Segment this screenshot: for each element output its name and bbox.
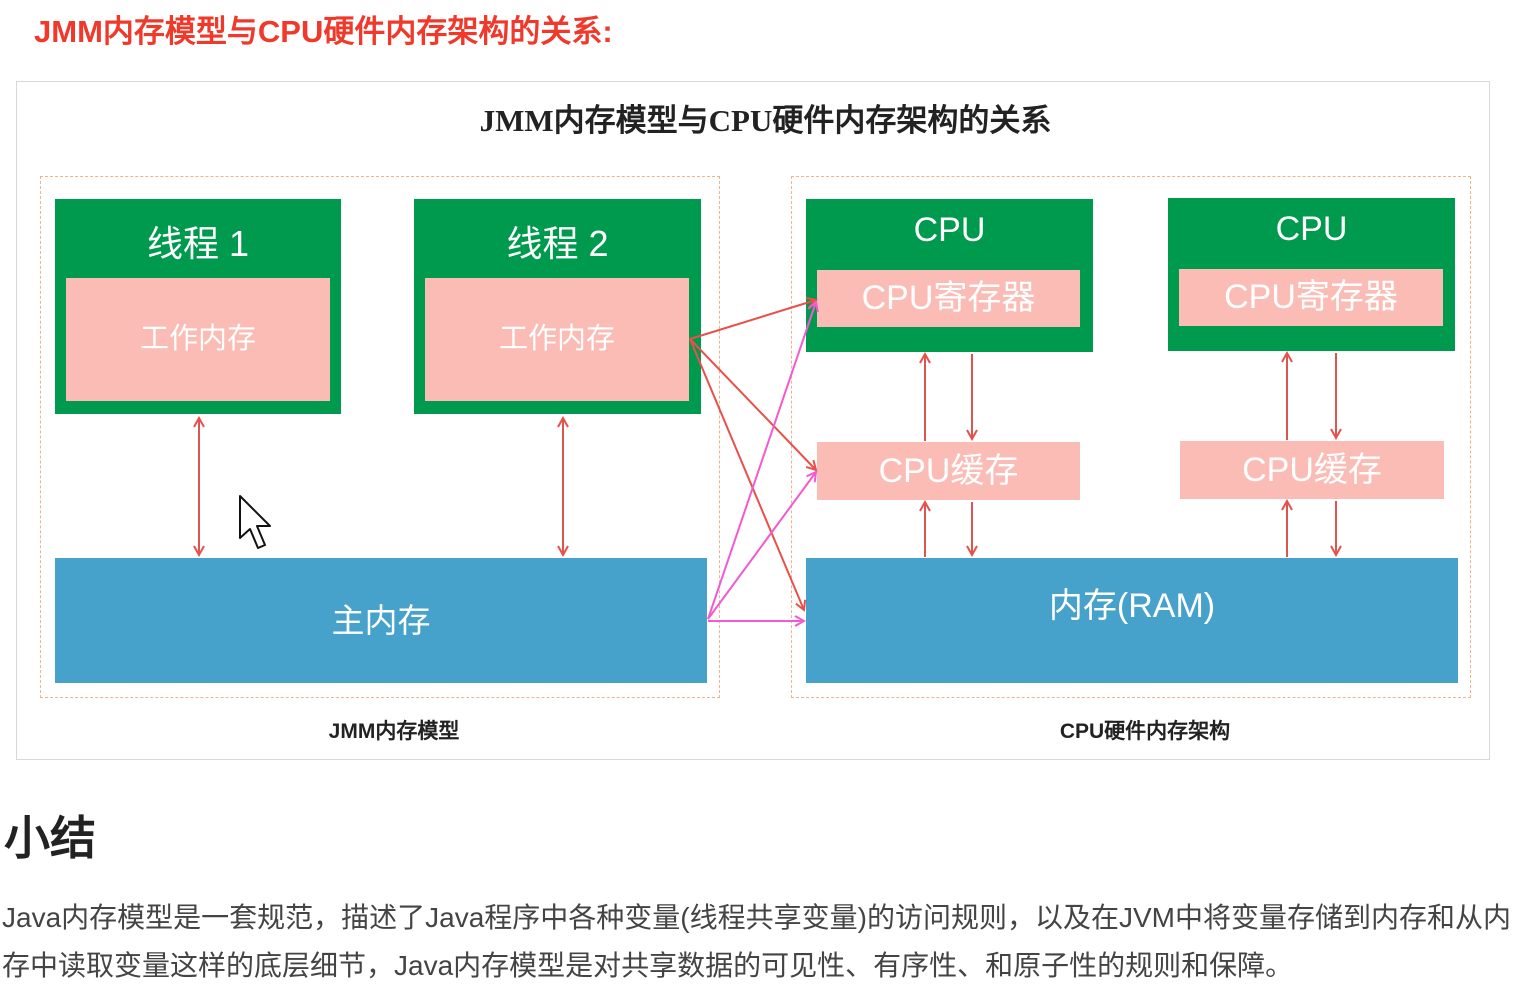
cpu-1-box: CPU CPU寄存器 [806,199,1093,352]
hardware-region [791,176,1471,698]
cpu-1-cache: CPU缓存 [817,442,1080,500]
working-to-cache-arrow [689,338,816,470]
working-to-register-arrow [689,300,816,340]
ram-box: 内存(RAM) [806,558,1458,683]
cpu-2-box: CPU CPU寄存器 [1168,198,1455,351]
thread-2-box: 线程 2 工作内存 [414,199,701,414]
cpu-1-register: CPU寄存器 [817,270,1080,327]
thread-2-working-memory: 工作内存 [425,278,689,401]
summary-heading: 小结 [4,812,96,864]
jmm-caption: JMM内存模型 [328,720,460,743]
thread-1-title: 线程 1 [146,223,250,264]
main-to-cache-arrow [707,472,816,620]
jmm-region [40,176,720,698]
summary-text: Java内存模型是一套规范，描述了Java程序中各种变量(线程共享变量)的访问规… [2,902,1511,981]
page-heading: JMM内存模型与CPU硬件内存架构的关系: [34,14,613,49]
cpu-1-title: CPU [913,211,986,249]
cpu-2-register: CPU寄存器 [1179,269,1443,326]
main-memory: 主内存 [55,558,707,683]
hardware-caption: CPU硬件内存架构 [1059,720,1231,743]
thread-2-title: 线程 2 [506,223,609,264]
mouse-cursor-icon [239,495,271,549]
thread-1-box: 线程 1 工作内存 [55,199,341,414]
cpu-2-title: CPU [1275,210,1348,248]
main-to-register-arrow [707,302,816,620]
diagram-title: JMM内存模型与CPU硬件内存架构的关系 [479,103,1052,138]
ram-label: 内存(RAM) [1048,587,1216,625]
working-to-ram-arrow [689,338,804,610]
thread-1-working-memory: 工作内存 [66,278,330,401]
cpu-2-cache: CPU缓存 [1180,441,1444,499]
